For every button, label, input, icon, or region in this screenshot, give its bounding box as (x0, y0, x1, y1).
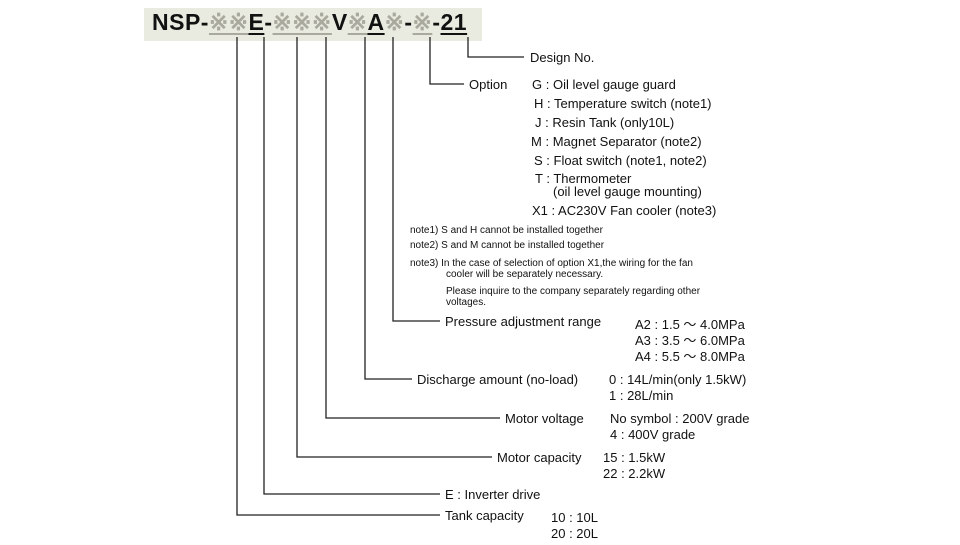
option-code: G (532, 77, 543, 92)
design-no-label: Design No. (530, 50, 595, 65)
tank-10: 10 : 10L (551, 510, 598, 525)
discharge-label: Discharge amount (no-load) (417, 372, 579, 387)
inverter-label: E : Inverter drive (445, 487, 541, 502)
pressure-label: Pressure adjustment range (445, 314, 602, 329)
leader-motor-capacity (296, 37, 492, 458)
option-item-x1: X1 : AC230V Fan cooler (note3) (532, 203, 717, 218)
option-desc-2: (oil level gauge mounting) (553, 184, 702, 199)
discharge-1: 1 : 28L/min (609, 388, 674, 403)
option-item-s: S : Float switch (note1, note2) (534, 153, 707, 168)
motor-voltage-200v: No symbol : 200V grade (610, 411, 750, 426)
code-prefix: NSP- (152, 9, 209, 35)
option-desc: Resin Tank (only10L) (552, 115, 675, 130)
option-desc: AC230V Fan cooler (note3) (558, 203, 717, 218)
option-desc: Oil level gauge guard (552, 77, 676, 92)
note-3: note3) In the case of selection of optio… (410, 258, 693, 269)
motor-capacity-22: 22 : 2.2kW (603, 466, 666, 481)
code-dash-1: - (264, 9, 273, 35)
tank-capacity-label: Tank capacity (445, 508, 524, 523)
tank-20: 20 : 20L (551, 526, 598, 541)
code-inverter: E (248, 9, 265, 35)
code-dash-2: - (404, 9, 413, 35)
motor-voltage-400v: 4 : 400V grade (610, 427, 696, 442)
note-3-inquire: Please inquire to the company separately… (446, 286, 701, 297)
pressure-a4: A4 : 5.5 ～ 8.0MPa (635, 349, 745, 364)
note-1: note1) S and H cannot be installed toget… (410, 225, 603, 236)
leader-inverter (263, 37, 440, 495)
model-code: NSP- ※※ E - ※※※ V ※ A ※ - ※ - 21 (152, 9, 467, 36)
note-2: note2) S and M cannot be installed toget… (410, 240, 605, 251)
code-motor: ※※※ (272, 9, 332, 35)
note-3-cont: cooler will be separately necessary. (446, 269, 604, 280)
motor-capacity-15: 15 : 1.5kW (603, 450, 666, 465)
leader-option (429, 37, 464, 85)
code-discharge: ※ (347, 9, 368, 35)
leader-tank (236, 37, 440, 516)
code-tank-capacity: ※※ (208, 9, 249, 35)
motor-capacity-label: Motor capacity (497, 450, 582, 465)
note-3-voltages: voltages. (446, 297, 487, 308)
model-code-background (144, 8, 482, 41)
pressure-a2: A2 : 1.5 ～ 4.0MPa (635, 317, 745, 332)
option-code: T (535, 171, 543, 186)
option-item-g: G : Oil level gauge guard (532, 77, 676, 92)
option-item-j: J : Resin Tank (only10L) (535, 115, 675, 130)
option-item-m: M : Magnet Separator (note2) (531, 134, 702, 149)
code-pressure: ※ (384, 9, 405, 35)
code-a: A (367, 9, 385, 35)
option-label: Option (469, 77, 508, 92)
option-desc: Float switch (note1, note2) (553, 153, 707, 168)
option-code: S (534, 153, 543, 168)
leader-design (467, 37, 524, 58)
code-v: V (331, 9, 348, 35)
option-item-h: H : Temperature switch (note1) (534, 96, 712, 111)
option-code: H (534, 96, 544, 111)
option-desc: Thermometer (553, 171, 632, 186)
option-desc: Temperature switch (note1) (554, 96, 712, 111)
pressure-a3: A3 : 3.5 ～ 6.0MPa (635, 333, 745, 348)
option-item-t: T : Thermometer(oil level gauge mounting… (535, 171, 702, 199)
leader-motor-voltage (325, 37, 500, 419)
discharge-0: 0 : 14L/min(only 1.5kW) (609, 372, 747, 387)
motor-voltage-label: Motor voltage (505, 411, 584, 426)
option-desc: Magnet Separator (note2) (552, 134, 702, 149)
leader-discharge (364, 37, 412, 380)
leader-pressure (392, 37, 440, 322)
code-dash-3: - (432, 9, 441, 35)
option-code: M (531, 134, 542, 149)
code-option: ※ (412, 9, 433, 35)
option-code: X1 (532, 203, 548, 218)
option-code: J (535, 115, 542, 130)
code-design-no: 21 (440, 9, 468, 35)
